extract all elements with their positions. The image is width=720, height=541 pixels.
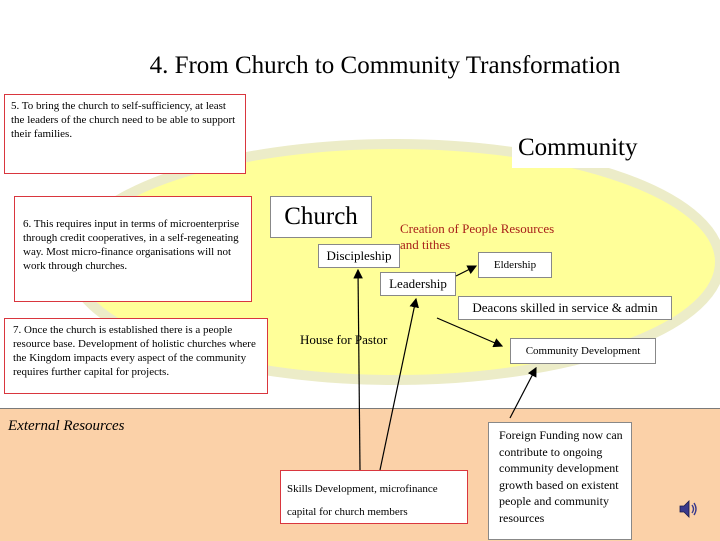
slide-title: 4. From Church to Community Transformati… bbox=[149, 52, 621, 79]
deacons-box: Deacons skilled in service & admin bbox=[458, 296, 672, 320]
house-for-pastor-label: House for Pastor bbox=[300, 332, 388, 347]
foreign-funding-box: Foreign Funding now can contribute to on… bbox=[488, 422, 632, 540]
note-5: 5. To bring the church to self-sufficien… bbox=[4, 94, 246, 174]
leadership-box: Leadership bbox=[380, 272, 456, 296]
community-label: Community bbox=[512, 132, 644, 168]
community-development-box: Community Development bbox=[510, 338, 656, 364]
creation-label: Creation of People Resources and tithes bbox=[400, 221, 555, 252]
skills-development-box: Skills Development, microfinance capital… bbox=[280, 470, 468, 524]
church-box: Church bbox=[270, 196, 372, 238]
external-resources-label: External Resources bbox=[8, 418, 125, 434]
discipleship-box: Discipleship bbox=[318, 244, 400, 268]
note-7: 7. Once the church is established there … bbox=[4, 318, 268, 394]
eldership-box: Eldership bbox=[478, 252, 552, 278]
note-6: 6. This requires input in terms of micro… bbox=[14, 196, 252, 302]
speaker-icon[interactable] bbox=[678, 498, 700, 520]
